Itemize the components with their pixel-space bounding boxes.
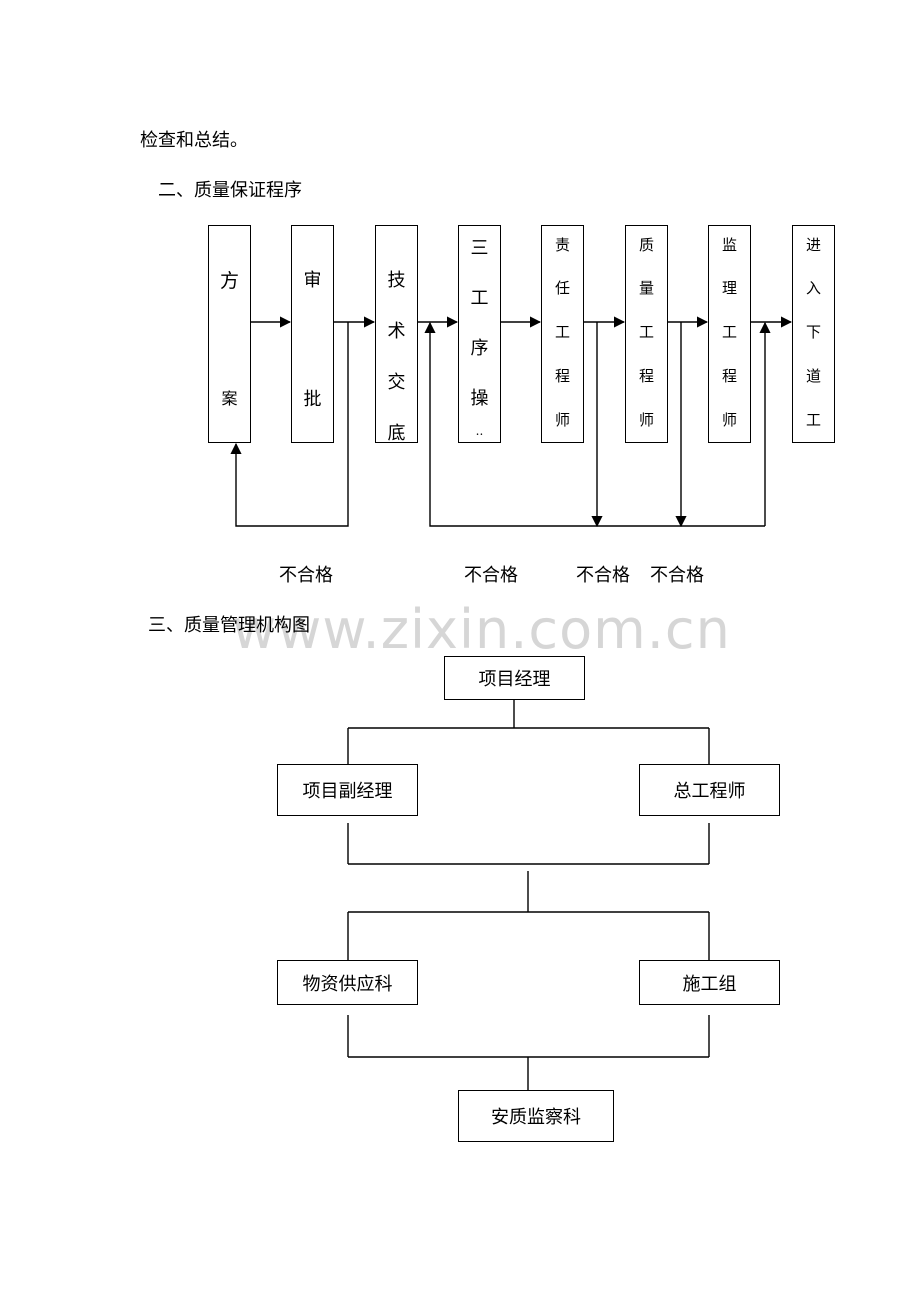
flow-box-char: 案	[221, 389, 238, 408]
flow-box-char: 工	[721, 323, 737, 341]
flow-box-char: 程	[554, 367, 570, 385]
flow-box-char: 工	[554, 323, 570, 341]
flow-box-next-process: 进 入 下 道 工	[792, 225, 835, 443]
org-box-supply-dept: 物资供应科	[277, 960, 418, 1005]
flow-box-char: 任	[554, 279, 570, 297]
flow-box-char: 工	[638, 323, 654, 341]
flow-box-char: 操	[470, 388, 489, 409]
flow-box-char: 入	[805, 279, 821, 297]
flow-box-char: 批	[303, 389, 322, 410]
org-box-chief-engineer: 总工程师	[639, 764, 780, 816]
flow-box-technical-briefing: 技 术 交 底	[375, 225, 418, 444]
flow-box-char: 师	[554, 411, 570, 429]
reject-label: 不合格	[576, 565, 630, 586]
intro-text: 检查和总结。	[140, 130, 248, 151]
flow-box-responsible-engineer: 责 任 工 程 师	[541, 225, 584, 443]
org-box-project-manager: 项目经理	[444, 656, 585, 700]
feedback-loop-right	[424, 321, 765, 527]
org-box-deputy-manager: 项目副经理	[277, 764, 418, 816]
flow-box-quality-engineer: 质 量 工 程 师	[625, 225, 668, 443]
flow-box-char: 下	[805, 323, 821, 341]
flow-box-char: 术	[387, 321, 406, 342]
section-title-org-chart: 三、质量管理机构图	[148, 615, 310, 636]
flow-box-char: 师	[721, 411, 737, 429]
reject-label: 不合格	[279, 565, 333, 586]
flow-box-char: 工	[470, 288, 489, 309]
org-box-construction-group: 施工组	[639, 960, 780, 1005]
flow-box-char: 理	[721, 279, 737, 297]
flow-box-char: 量	[638, 279, 654, 297]
flow-box-char: ..	[475, 424, 484, 438]
flow-box-char: 程	[721, 367, 737, 385]
flow-box-char: 责	[554, 236, 570, 254]
feedback-loop-left	[230, 322, 349, 527]
watermark: www.zixin.com.cn	[232, 598, 731, 661]
reject-label: 不合格	[464, 565, 518, 586]
flow-box-process-operation: 三 工 序 操 ..	[458, 225, 501, 443]
flow-box-approval: 审 批	[291, 225, 334, 443]
flow-box-plan: 方 案	[208, 225, 251, 443]
flow-box-char: 师	[638, 411, 654, 429]
flow-box-char: 监	[721, 236, 737, 254]
reject-label: 不合格	[650, 565, 704, 586]
flow-box-char: 底	[387, 423, 406, 444]
flow-box-char: 工	[805, 411, 821, 429]
flow-box-char: 交	[387, 372, 406, 393]
flow-box-char: 道	[805, 367, 821, 385]
flow-box-supervision-engineer: 监 理 工 程 师	[708, 225, 751, 443]
flow-box-char: 进	[805, 236, 821, 254]
flow-box-char: 程	[638, 367, 654, 385]
flow-box-char: 审	[303, 270, 322, 291]
flow-box-char: 三	[470, 238, 489, 259]
section-title-quality-assurance: 二、质量保证程序	[158, 180, 302, 201]
org-box-safety-quality-dept: 安质监察科	[458, 1090, 614, 1142]
flow-box-char: 质	[638, 236, 654, 254]
flow-box-char: 序	[470, 338, 489, 359]
flow-box-char: 技	[387, 270, 406, 291]
flow-box-char: 方	[219, 270, 239, 292]
